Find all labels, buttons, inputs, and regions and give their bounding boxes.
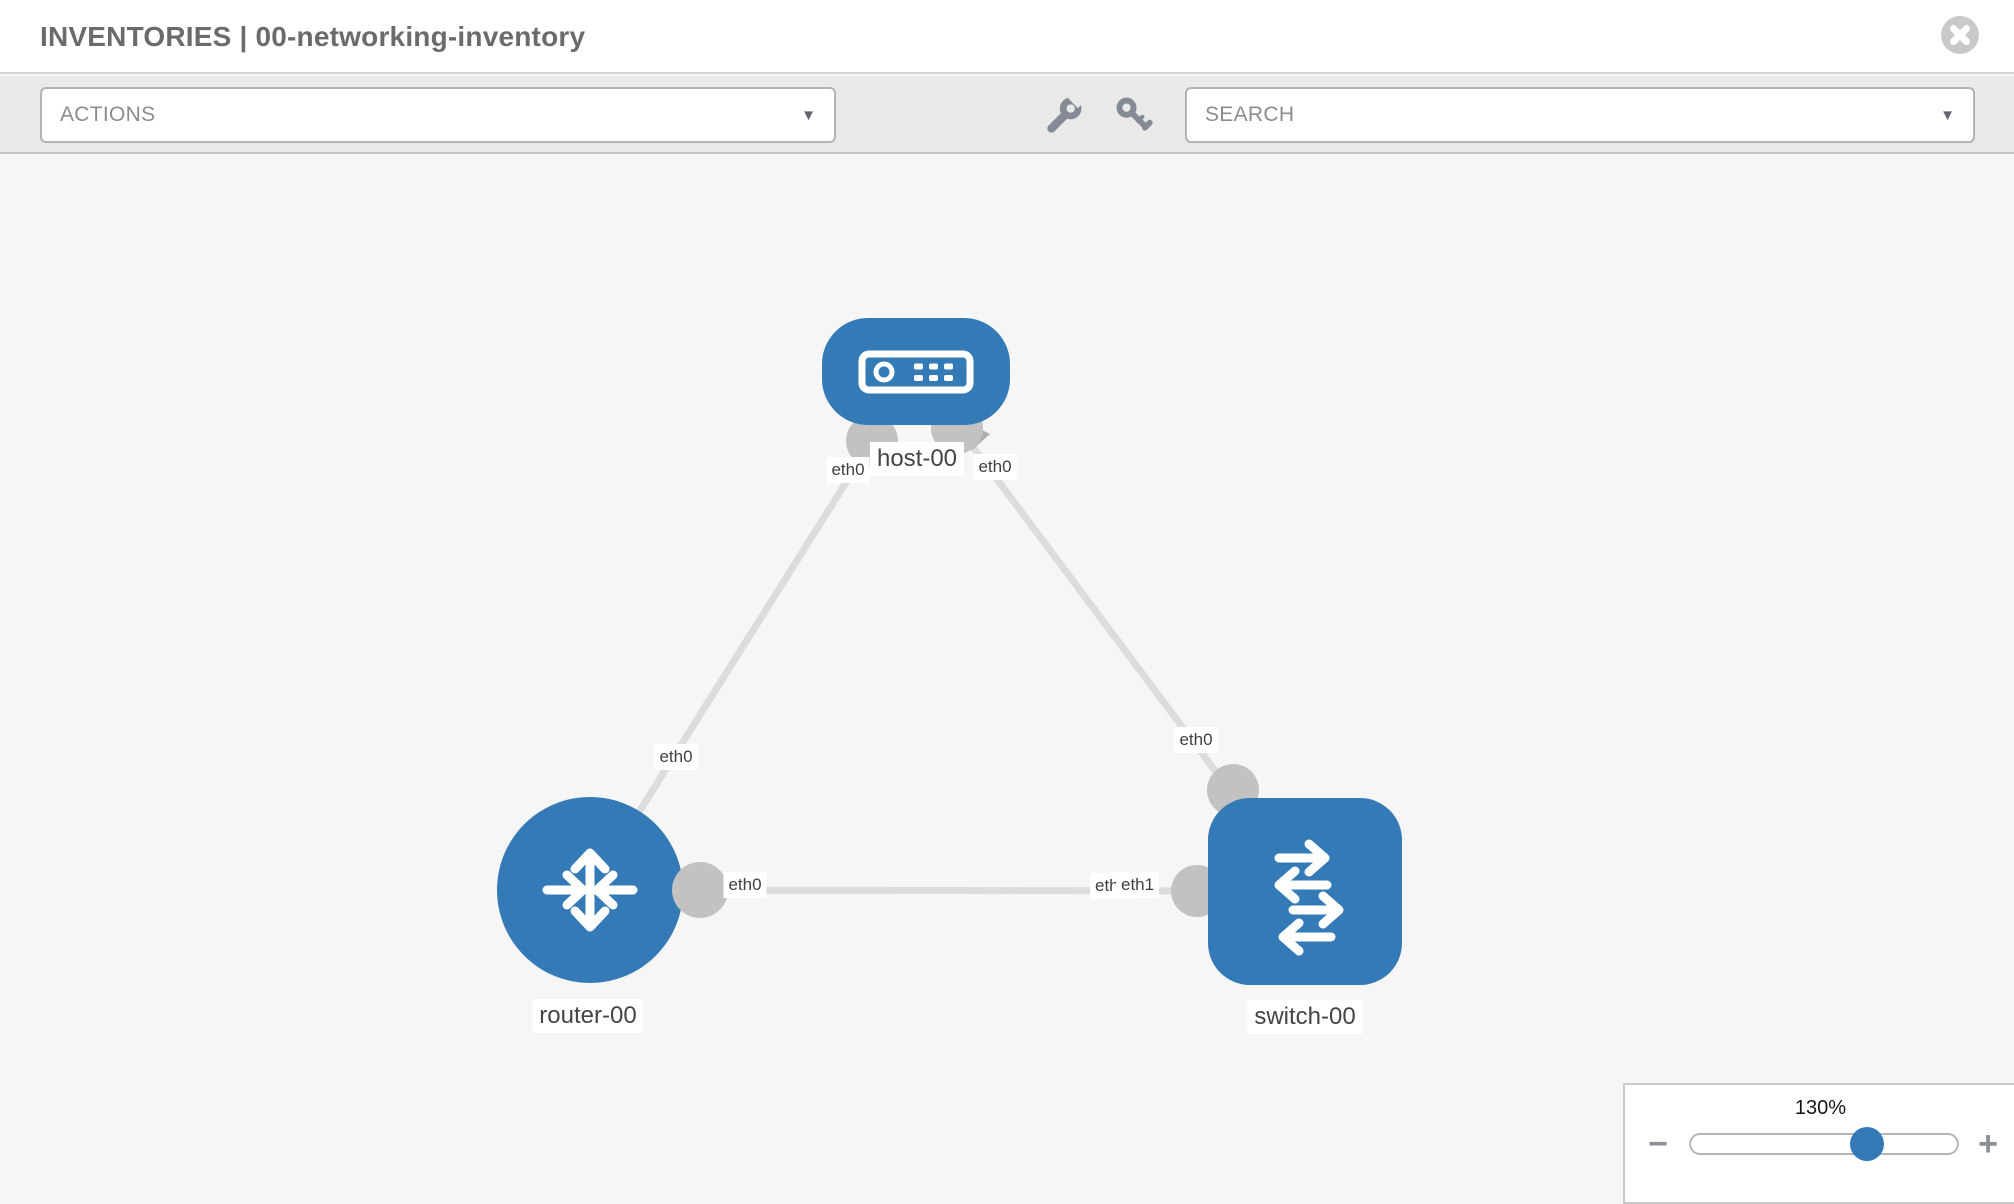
node-host-00[interactable] — [822, 318, 1010, 425]
chevron-down-icon: ▼ — [1940, 106, 1955, 124]
interface-label: eth0 — [654, 744, 698, 770]
router-device-icon — [542, 848, 638, 932]
minus-icon: − — [1648, 1125, 1668, 1163]
wrench-button[interactable] — [1042, 94, 1086, 138]
actions-dropdown[interactable]: ACTIONS ▼ — [40, 87, 836, 143]
zoom-out-button[interactable]: − — [1643, 1125, 1673, 1163]
close-icon — [1950, 25, 1970, 45]
zoom-level-value: 130% — [1794, 1097, 1847, 1119]
chevron-down-icon: ▼ — [801, 106, 816, 124]
close-button[interactable] — [1941, 16, 1979, 54]
toolbar: ACTIONS ▼ SEARCH ▼ — [0, 76, 2014, 154]
topology-canvas[interactable]: eth0 eth0 eth0 eth0 eth0 eth0 eth1 host-… — [0, 156, 2014, 1204]
node-label-host: host-00 — [869, 442, 965, 476]
node-label-switch: switch-00 — [1247, 1000, 1363, 1034]
node-switch-00[interactable] — [1208, 798, 1402, 985]
page-title: INVENTORIES | 00-networking-inventory — [40, 21, 586, 52]
wrench-icon — [1047, 96, 1084, 133]
search-placeholder: SEARCH — [1205, 103, 1295, 126]
interface-label: eth0 — [1174, 727, 1218, 753]
window-header: INVENTORIES | 00-networking-inventory — [0, 0, 2014, 74]
interface-label: eth0 — [973, 454, 1017, 480]
key-button[interactable] — [1112, 94, 1156, 138]
host-device-icon — [858, 350, 974, 393]
zoom-slider-handle[interactable] — [1850, 1127, 1884, 1161]
actions-dropdown-label: ACTIONS — [60, 103, 156, 126]
interface-label: eth0 — [723, 872, 767, 898]
interface-label: eth1 — [1116, 872, 1160, 898]
plus-icon: + — [1978, 1125, 1998, 1163]
search-dropdown[interactable]: SEARCH ▼ — [1185, 87, 1975, 143]
node-router-00[interactable] — [497, 797, 683, 983]
key-icon — [1116, 97, 1153, 131]
zoom-slider-track[interactable] — [1689, 1127, 1959, 1161]
interface-label: eth0 — [826, 457, 870, 483]
zoom-in-button[interactable]: + — [1973, 1125, 2003, 1163]
zoom-control-panel: 130% − + — [1623, 1083, 2014, 1204]
port-router-right — [672, 862, 728, 918]
switch-device-icon — [1274, 839, 1344, 955]
node-label-router: router-00 — [532, 999, 644, 1033]
topology-links-layer — [587, 368, 1308, 917]
